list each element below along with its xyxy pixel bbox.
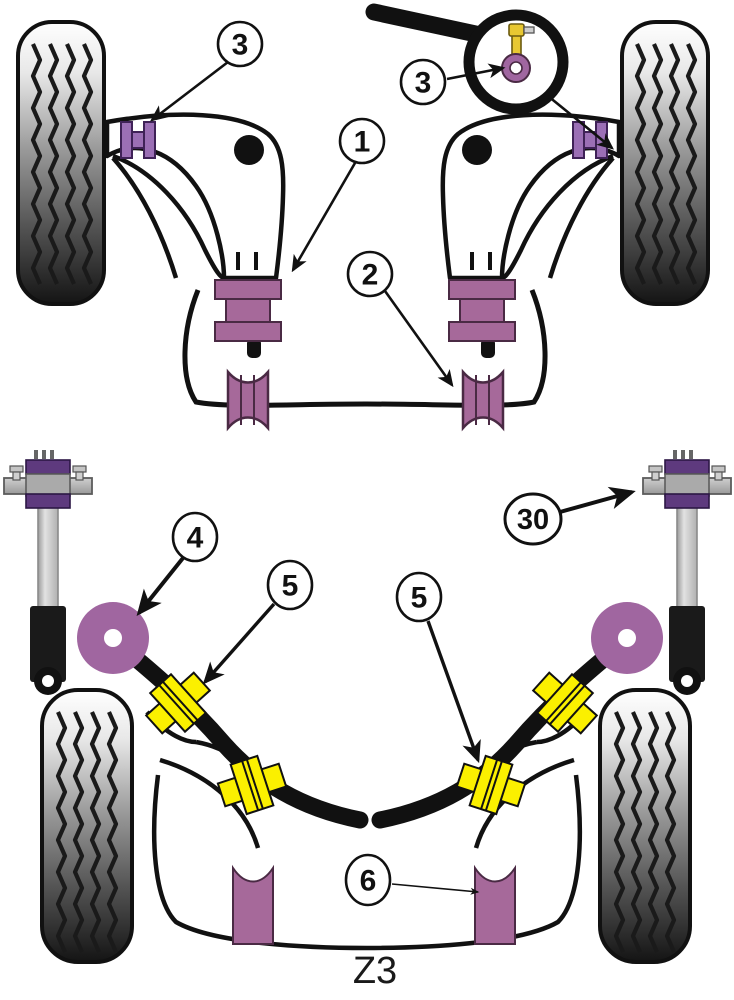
rear-left-tire bbox=[40, 688, 134, 964]
callout-5-right-label: 5 bbox=[411, 582, 428, 615]
front-right-spring-bushing bbox=[448, 252, 516, 358]
top-mount-bolt-left bbox=[648, 465, 663, 481]
callout-1-label: 1 bbox=[354, 126, 371, 159]
callout-4-leader bbox=[136, 556, 185, 617]
front-left-spring-bushing bbox=[214, 252, 282, 358]
callout-1-leader bbox=[291, 162, 357, 273]
callout-5-right[interactable]: 5 bbox=[395, 571, 443, 623]
callout-6-label: 6 bbox=[360, 865, 377, 898]
rear-right-upper-arm-bushing bbox=[531, 671, 599, 735]
callout-5-left[interactable]: 5 bbox=[266, 559, 314, 611]
rear-trailing-arms bbox=[113, 638, 627, 829]
rear-left-antiroll-bushing bbox=[232, 864, 274, 945]
callout-30[interactable]: 30 bbox=[503, 492, 563, 546]
callout-30-leader bbox=[559, 486, 636, 514]
rear-right-top-mount bbox=[642, 450, 732, 509]
front-suspension-group bbox=[16, 3, 710, 432]
rear-right-lower-arm-bushing bbox=[455, 754, 527, 816]
callout-3-detail-label: 3 bbox=[415, 67, 432, 100]
front-left-control-arm bbox=[104, 112, 286, 281]
front-left-balljoint-dot bbox=[234, 135, 264, 165]
front-left-tire bbox=[16, 20, 106, 306]
rear-right-antiroll-bushing bbox=[474, 864, 516, 945]
callout-4-label: 4 bbox=[187, 522, 204, 555]
callout-3-detail-leader bbox=[446, 63, 506, 81]
magnifier-detail bbox=[365, 3, 569, 115]
callout-30-label: 30 bbox=[517, 504, 549, 536]
front-left-arm-bushing bbox=[120, 121, 156, 159]
rear-suspension-group bbox=[3, 450, 732, 964]
callout-3-left-label: 3 bbox=[232, 29, 249, 62]
rear-left-upper-arm-bushing bbox=[144, 671, 212, 735]
rear-right-diff-bushing bbox=[591, 602, 663, 674]
callout-5-right-leader bbox=[426, 620, 481, 764]
front-right-antiroll-bushing bbox=[461, 368, 505, 432]
rear-left-shock bbox=[3, 450, 93, 695]
callout-1[interactable]: 1 bbox=[338, 117, 386, 165]
rear-left-lower-arm-bushing bbox=[216, 754, 288, 816]
rear-left-diff-bushing bbox=[77, 602, 149, 674]
front-right-tire bbox=[620, 20, 710, 306]
droplink-detail bbox=[501, 23, 535, 83]
front-left-antiroll-bushing bbox=[226, 368, 270, 432]
callout-3-left[interactable]: 3 bbox=[216, 20, 264, 68]
callout-2-label: 2 bbox=[362, 259, 379, 292]
front-anti-roll-bar bbox=[182, 289, 548, 408]
callouts-group: 3 3 1 2 30 4 5 5 bbox=[136, 20, 636, 907]
top-mount-bolt-left bbox=[9, 465, 24, 481]
rear-right-tire bbox=[598, 688, 692, 964]
callout-6[interactable]: 6 bbox=[344, 853, 392, 907]
top-mount-bolt-right bbox=[711, 465, 726, 481]
callout-4[interactable]: 4 bbox=[171, 511, 219, 563]
callout-3-left-leader bbox=[149, 60, 229, 122]
magnifier-handle bbox=[365, 3, 485, 43]
rear-left-top-mount bbox=[3, 450, 93, 509]
front-right-control-arm bbox=[440, 112, 622, 281]
callout-5-left-label: 5 bbox=[282, 570, 299, 603]
callout-3-detail[interactable]: 3 bbox=[399, 58, 447, 106]
callout-2[interactable]: 2 bbox=[346, 250, 394, 298]
top-mount-bolt-right bbox=[72, 465, 87, 481]
callout-5-left-leader bbox=[202, 602, 276, 685]
magnifier-to-bushing-leader bbox=[547, 94, 614, 150]
rear-right-shock bbox=[642, 450, 732, 695]
callout-2-leader bbox=[383, 290, 454, 388]
callout-6-leader bbox=[391, 883, 480, 895]
model-label: Z3 bbox=[353, 950, 397, 992]
front-right-balljoint-dot bbox=[462, 135, 492, 165]
